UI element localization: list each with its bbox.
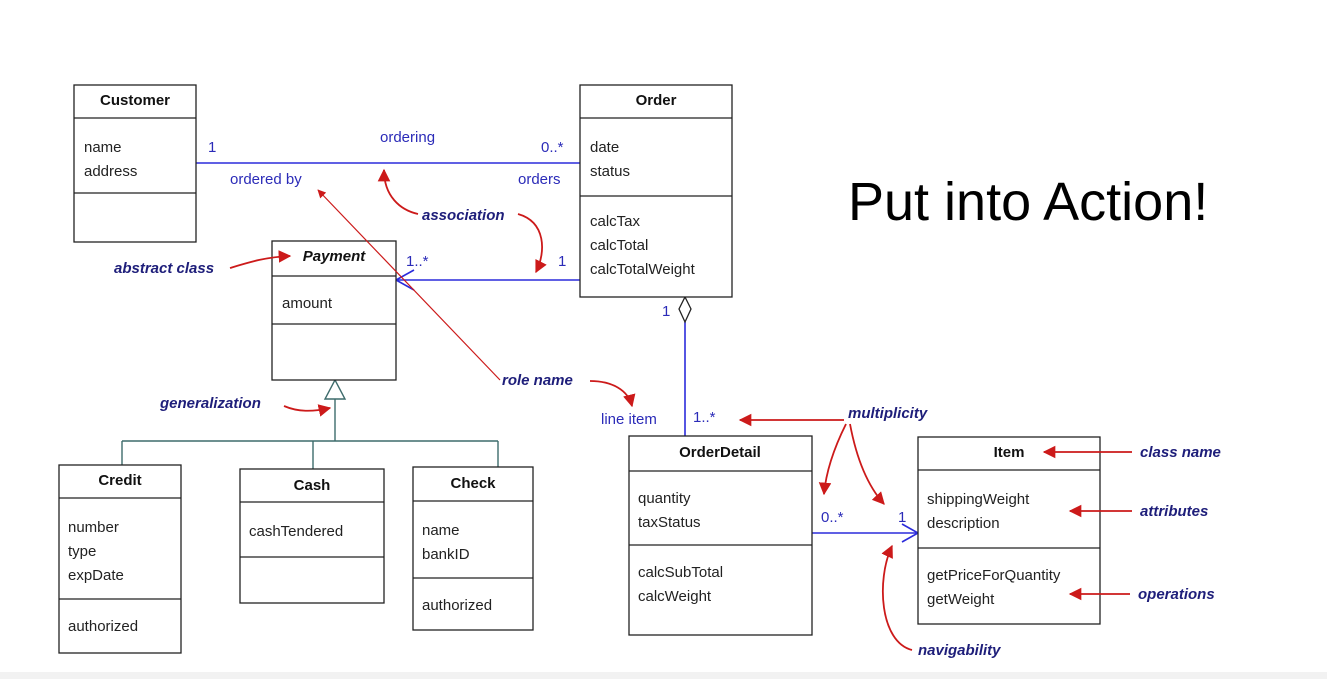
annotation-generalization: generalization bbox=[159, 395, 261, 412]
class-order: Order date status calcTax calcTotal calc… bbox=[579, 84, 733, 298]
multiplicity-payment: 1..* bbox=[406, 253, 429, 270]
annotation-multiplicity: multiplicity bbox=[848, 405, 928, 422]
attribute: status bbox=[590, 163, 630, 180]
class-name: Payment bbox=[303, 248, 367, 265]
class-cash: Cash cashTendered bbox=[239, 468, 385, 604]
attribute: name bbox=[422, 522, 460, 539]
operation: getWeight bbox=[927, 591, 995, 608]
arrow-navigability bbox=[881, 544, 913, 651]
generalization-triangle bbox=[323, 378, 347, 400]
multiplicity-customer: 1 bbox=[208, 139, 216, 156]
attribute: address bbox=[84, 163, 137, 180]
annotation-role-name: role name bbox=[502, 372, 573, 389]
orderdetail-item-navigation bbox=[812, 523, 920, 543]
attribute: type bbox=[68, 543, 96, 560]
attribute: number bbox=[68, 519, 119, 536]
multiplicity-order-detail: 1 bbox=[662, 303, 670, 320]
class-name: Credit bbox=[98, 472, 141, 489]
class-name: Item bbox=[994, 444, 1025, 461]
annotation-class-name: class name bbox=[1140, 444, 1221, 461]
operation: getPriceForQuantity bbox=[927, 567, 1061, 584]
order-orderdetail-aggregation bbox=[678, 295, 692, 436]
class-name: OrderDetail bbox=[679, 444, 761, 461]
role-name-orders: orders bbox=[518, 171, 561, 188]
class-name: Customer bbox=[100, 92, 170, 109]
arrow-generalization bbox=[283, 404, 332, 417]
generalization-tree bbox=[121, 378, 499, 469]
annotation-abstract-class: abstract class bbox=[114, 260, 214, 277]
attribute: taxStatus bbox=[638, 514, 701, 531]
class-credit: Credit number type expDate authorized bbox=[58, 464, 182, 654]
arrow-multiplicity-2 bbox=[818, 423, 847, 496]
attribute: amount bbox=[282, 295, 333, 312]
class-name: Order bbox=[636, 92, 677, 109]
operation: calcTotalWeight bbox=[590, 261, 696, 278]
arrow-association-2 bbox=[517, 213, 547, 274]
attribute: cashTendered bbox=[249, 523, 343, 540]
class-name: Check bbox=[450, 475, 496, 492]
operation: authorized bbox=[422, 597, 492, 614]
multiplicity-order-payment: 1 bbox=[558, 253, 566, 270]
association-name: ordering bbox=[380, 129, 435, 146]
multiplicity-detail-item: 0..* bbox=[821, 509, 844, 526]
attribute: shippingWeight bbox=[927, 491, 1030, 508]
attribute: expDate bbox=[68, 567, 124, 584]
annotation-attributes: attributes bbox=[1140, 503, 1208, 520]
attribute: description bbox=[927, 515, 1000, 532]
annotation-arrows bbox=[229, 168, 1132, 651]
class-orderdetail: OrderDetail quantity taxStatus calcSubTo… bbox=[628, 435, 813, 636]
class-check: Check name bankID authorized bbox=[412, 466, 534, 631]
multiplicity-order: 0..* bbox=[541, 139, 564, 156]
attribute: bankID bbox=[422, 546, 470, 563]
attribute: date bbox=[590, 139, 619, 156]
annotation-navigability: navigability bbox=[918, 642, 1001, 659]
slide-title: Put into Action! bbox=[848, 172, 1208, 232]
annotation-operations: operations bbox=[1138, 586, 1215, 603]
class-payment: Payment amount bbox=[271, 240, 397, 381]
annotation-association: association bbox=[422, 207, 505, 224]
class-item: Item shippingWeight description getPrice… bbox=[917, 436, 1101, 625]
role-name-line-item: line item bbox=[601, 411, 657, 428]
operation: calcWeight bbox=[638, 588, 712, 605]
operation: authorized bbox=[68, 618, 138, 635]
class-name: Cash bbox=[294, 477, 331, 494]
arrow-multiplicity-3 bbox=[849, 423, 885, 505]
attribute: name bbox=[84, 139, 122, 156]
attribute: quantity bbox=[638, 490, 691, 507]
class-customer: Customer name address bbox=[73, 84, 197, 243]
multiplicity-line-item: 1..* bbox=[693, 409, 716, 426]
multiplicity-item: 1 bbox=[898, 509, 906, 526]
arrow-abstract-class bbox=[229, 250, 292, 269]
operation: calcSubTotal bbox=[638, 564, 723, 581]
operation: calcTax bbox=[590, 213, 641, 230]
arrow-role-name-2 bbox=[589, 380, 636, 408]
arrow-association-1 bbox=[377, 168, 419, 215]
role-name-ordered-by: ordered by bbox=[230, 171, 302, 188]
order-payment-association bbox=[394, 269, 580, 291]
operation: calcTotal bbox=[590, 237, 648, 254]
arrow-role-name-1 bbox=[317, 189, 501, 381]
footer-band bbox=[0, 672, 1327, 679]
